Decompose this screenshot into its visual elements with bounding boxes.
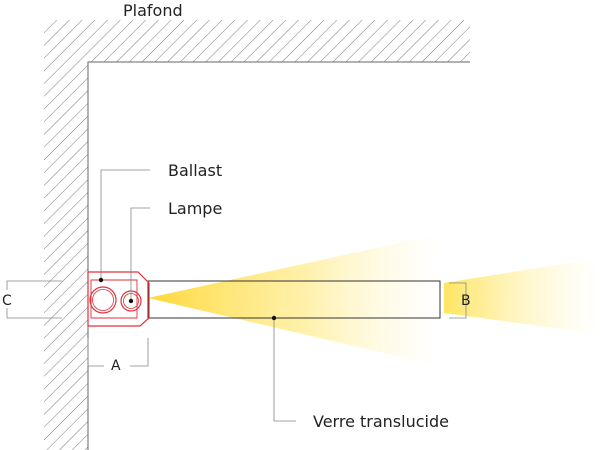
- ballast-shape: [89, 286, 117, 314]
- light-beam-inner: [148, 234, 440, 366]
- light-beam-outer: [444, 258, 600, 334]
- dimension-c-label: C: [2, 293, 12, 309]
- ballast-inner: [92, 289, 114, 311]
- dimension-b-line: [449, 282, 467, 319]
- lamp-label: Lampe: [168, 199, 222, 218]
- ballast-label: Ballast: [168, 161, 222, 180]
- fixture-housing: [87, 271, 150, 327]
- glass-leader-line: [273, 318, 296, 422]
- lamp-leader-line: [130, 207, 150, 301]
- ceiling-label: Plafond: [123, 1, 183, 20]
- ballast-leader-dot: [98, 277, 104, 283]
- dimension-b-label: B: [461, 293, 471, 309]
- lamp-leader-dot: [128, 298, 134, 304]
- glass-leader-dot: [271, 315, 277, 321]
- dimension-c-label-bg: [0, 290, 14, 308]
- glass-label: Verre translucide: [313, 412, 449, 431]
- ballast-leader-line: [100, 169, 150, 280]
- translucent-glass-panel: [147, 280, 441, 319]
- dimension-a-label: A: [111, 358, 121, 374]
- dimension-a-label-bg: [104, 356, 130, 374]
- ceiling-wall-hatch: [44, 20, 470, 450]
